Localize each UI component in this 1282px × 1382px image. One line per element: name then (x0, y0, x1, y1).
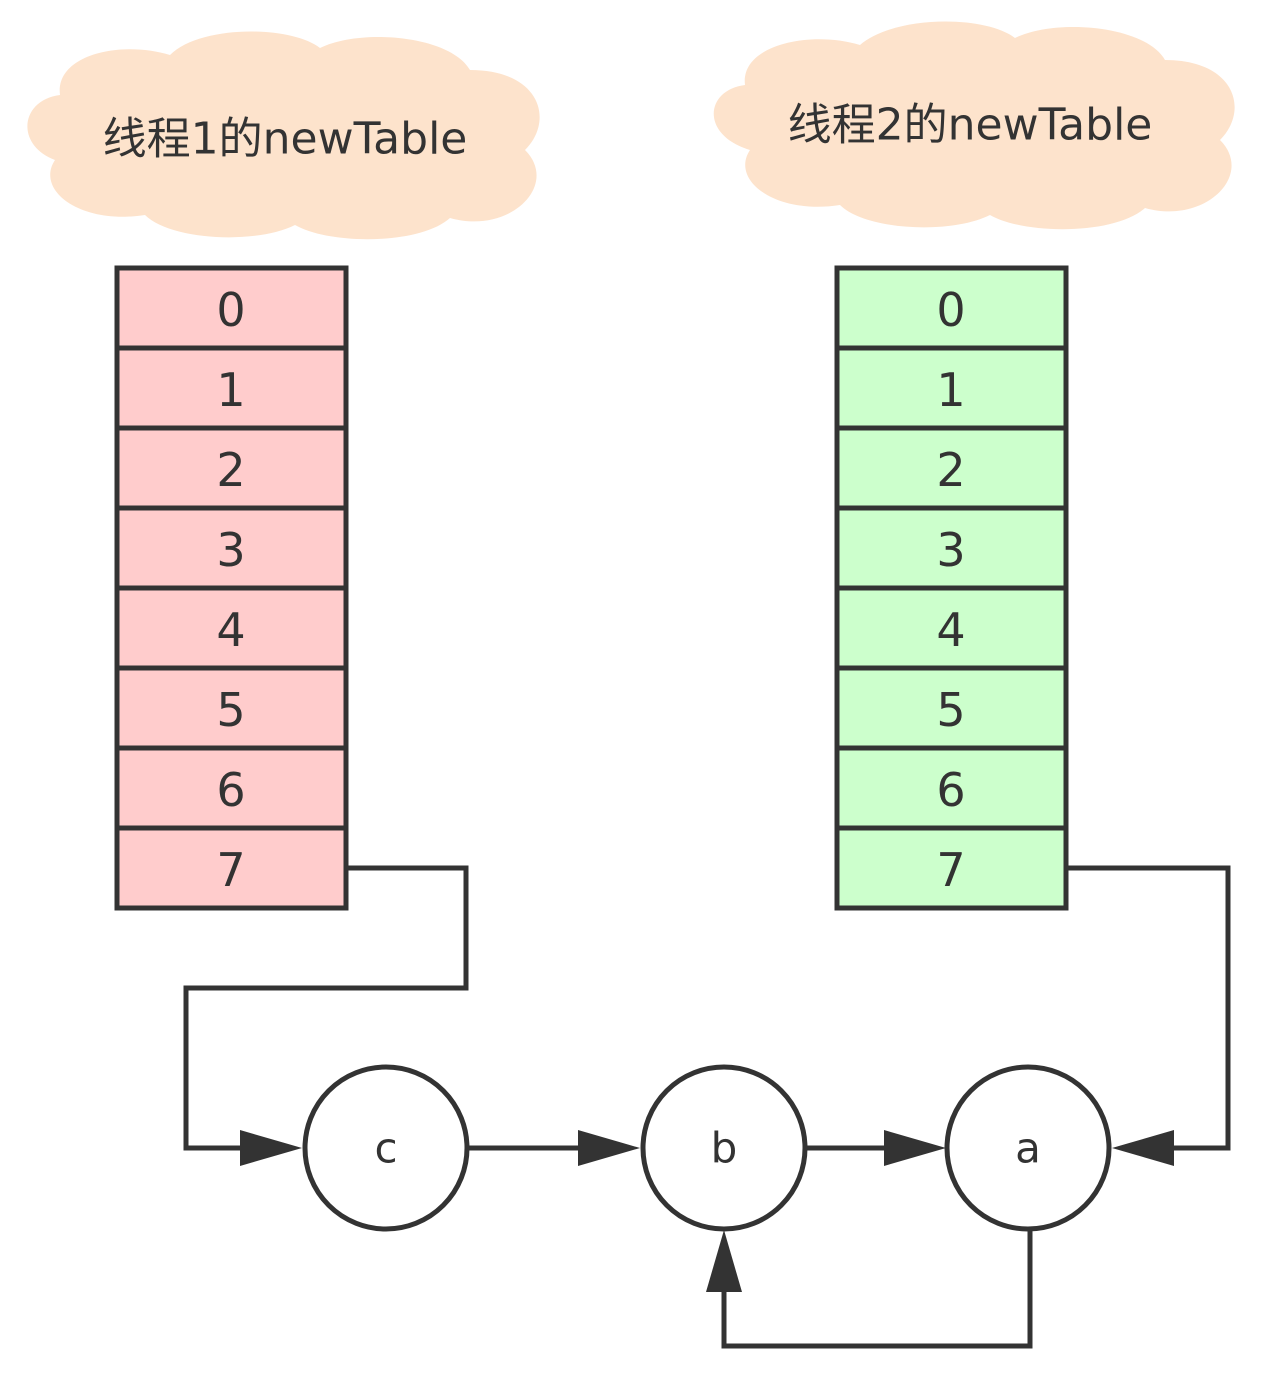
slot-cell (114, 425, 349, 511)
table-slot: 4 (114, 585, 349, 671)
node-b: b (640, 1064, 808, 1232)
slot-index: 7 (936, 843, 965, 897)
slot-index: 5 (216, 683, 245, 737)
table-slot: 1 (114, 345, 349, 431)
edge-thread1-slot7-to-c (183, 865, 469, 1166)
table-slot: 2 (114, 425, 349, 511)
table-slot: 6 (834, 745, 1069, 831)
node-c: c (302, 1064, 470, 1232)
table-slot: 1 (834, 345, 1069, 431)
slot-index: 1 (216, 363, 245, 417)
slot-index: 1 (936, 363, 965, 417)
edge-line (1066, 865, 1231, 1151)
cloud-shape (27, 31, 540, 240)
slot-index: 6 (216, 763, 245, 817)
thread2-table: 0 1 2 3 4 5 6 7 (834, 265, 1069, 911)
slot-index: 4 (216, 603, 245, 657)
edge-line (721, 1228, 1033, 1349)
slot-index: 0 (936, 283, 965, 337)
edge-b-to-a (806, 1130, 946, 1166)
arrowhead (1112, 1130, 1174, 1166)
thread2-table-title: 线程2的newTable (788, 100, 1153, 151)
node-label: c (374, 1124, 397, 1173)
edge-a-to-b (706, 1228, 1033, 1349)
edges (183, 865, 1231, 1349)
node-label: a (1015, 1124, 1041, 1173)
slot-index: 0 (216, 283, 245, 337)
slot-index: 2 (936, 443, 965, 497)
table-slot: 3 (114, 505, 349, 591)
thread1-table: 0 1 2 3 4 5 6 7 (114, 265, 349, 911)
node-label: b (711, 1124, 738, 1173)
arrowhead (240, 1130, 302, 1166)
table-slot: 7 (114, 825, 349, 911)
arrowhead (578, 1130, 640, 1166)
table-slot: 0 (114, 265, 349, 351)
slot-index: 6 (936, 763, 965, 817)
table-slot: 7 (834, 825, 1069, 911)
thread2-cloud: 线程2的newTable (713, 21, 1235, 230)
node-circle (302, 1064, 470, 1232)
slot-index: 5 (936, 683, 965, 737)
slot-cell (114, 265, 349, 351)
linked-list-nodes: c b a (302, 1064, 1112, 1232)
table-slot: 2 (834, 425, 1069, 511)
thread1-table-title: 线程1的newTable (103, 114, 468, 165)
slot-cell (834, 265, 1069, 351)
table-slot: 6 (114, 745, 349, 831)
table-slot: 0 (834, 265, 1069, 351)
edge-line (183, 865, 469, 1151)
slot-index: 4 (936, 603, 965, 657)
node-circle (640, 1064, 808, 1232)
slot-index: 3 (216, 523, 245, 577)
table-slot: 5 (114, 665, 349, 751)
slot-cell (114, 665, 349, 751)
slot-cell (114, 345, 349, 431)
node-a: a (944, 1064, 1112, 1232)
arrowhead (706, 1230, 742, 1292)
slot-cell (834, 825, 1069, 911)
table-slot: 5 (834, 665, 1069, 751)
arrowhead (884, 1130, 946, 1166)
slot-index: 3 (936, 523, 965, 577)
cloud-shape (713, 21, 1235, 230)
slot-cell (834, 505, 1069, 591)
slot-cell (834, 425, 1069, 511)
node-circle (944, 1064, 1112, 1232)
slot-index: 7 (216, 843, 245, 897)
slot-index: 2 (216, 443, 245, 497)
table-slot: 3 (834, 505, 1069, 591)
thread1-cloud: 线程1的newTable (27, 31, 540, 240)
edge-c-to-b (468, 1130, 640, 1166)
slot-cell (114, 505, 349, 591)
table-slot: 4 (834, 585, 1069, 671)
edge-thread2-slot7-to-a (1066, 865, 1231, 1166)
